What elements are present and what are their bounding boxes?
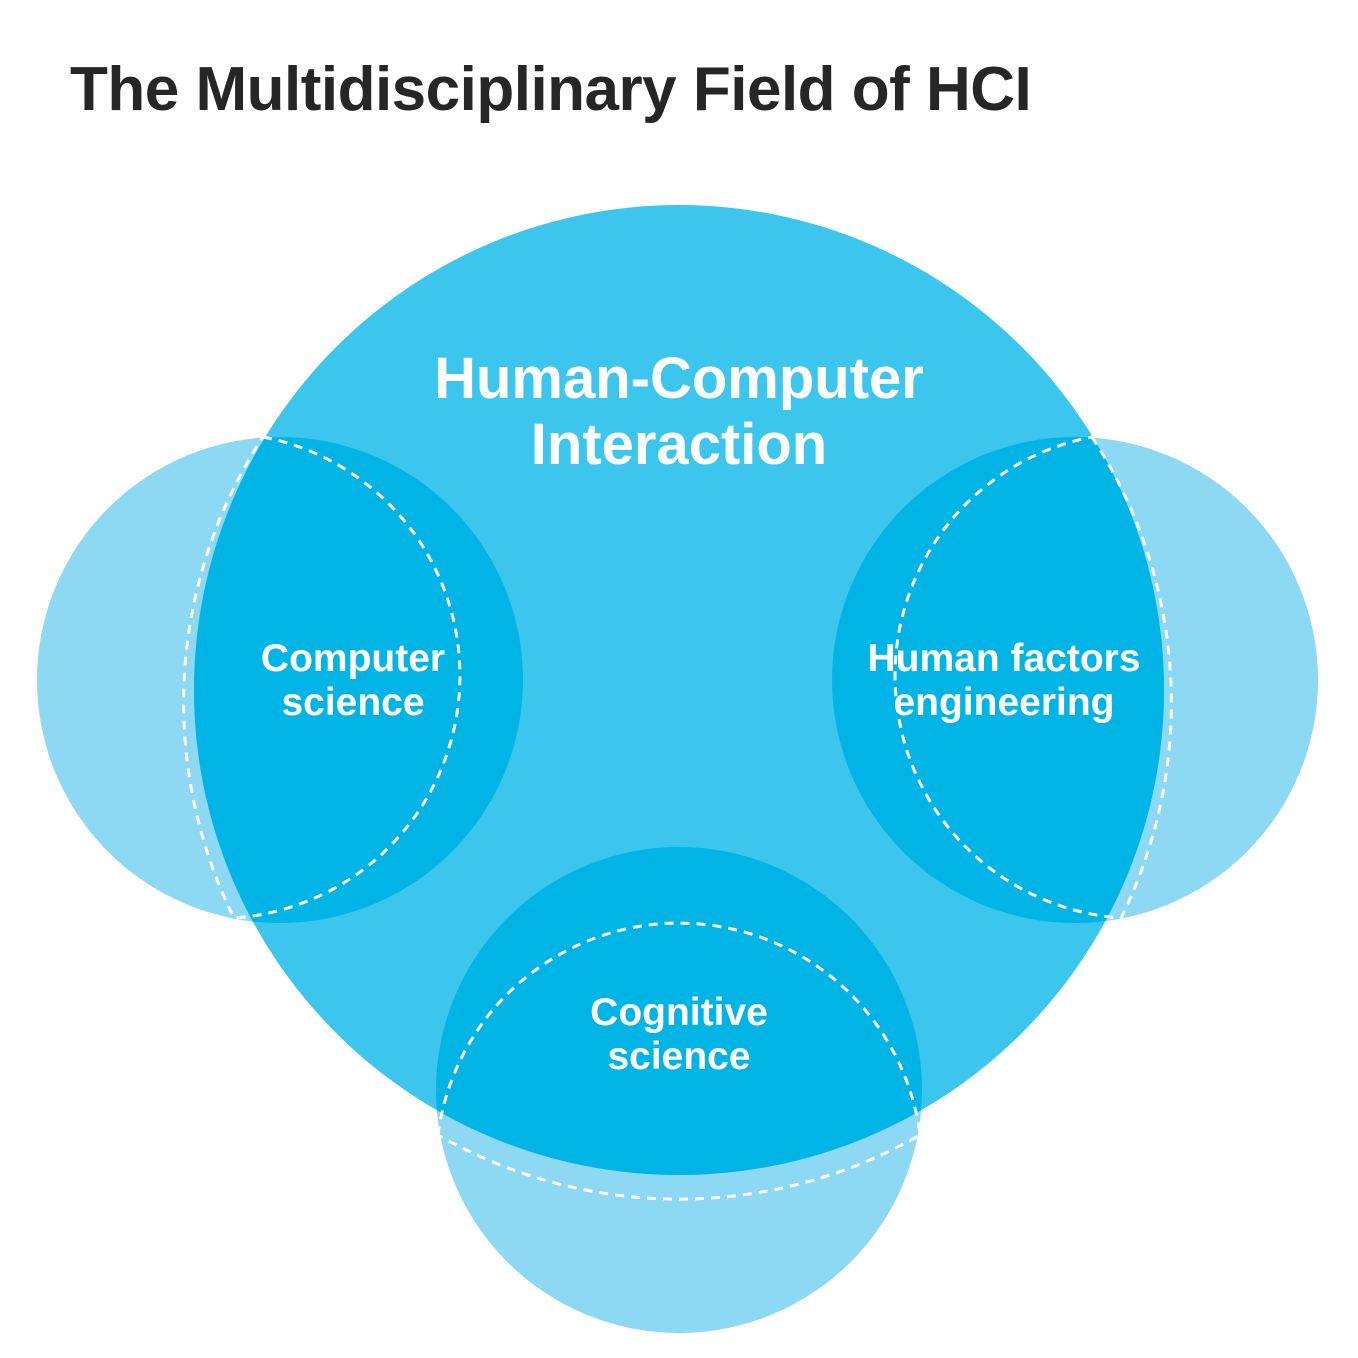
cognitive-science-label-line1: Cognitive bbox=[590, 991, 768, 1034]
cognitive-science-lens-outline bbox=[436, 921, 922, 1201]
computer-science-lens-outline bbox=[182, 435, 462, 920]
cognitive-science-label-line2: science bbox=[607, 1035, 750, 1078]
computer-science-overlap bbox=[194, 437, 523, 923]
human-factors-overlap bbox=[832, 437, 1164, 923]
human-factors-label-line2: engineering bbox=[893, 681, 1114, 724]
computer-science-label-line1: Computer bbox=[261, 637, 445, 680]
cognitive-science-overlap bbox=[436, 847, 922, 1175]
dashed-boundaries bbox=[182, 435, 1173, 1201]
human-factors-label-line1: Human factors bbox=[867, 637, 1140, 680]
hci-label-line1: Human-Computer bbox=[434, 346, 924, 411]
hci-label-line2: Interaction bbox=[531, 412, 828, 477]
hci-main-circle bbox=[194, 205, 1164, 1175]
human-factors-lens-outline bbox=[893, 435, 1173, 920]
diagram-title: The Multidisciplinary Field of HCI bbox=[70, 55, 1032, 124]
computer-science-label-line2: science bbox=[281, 681, 424, 724]
